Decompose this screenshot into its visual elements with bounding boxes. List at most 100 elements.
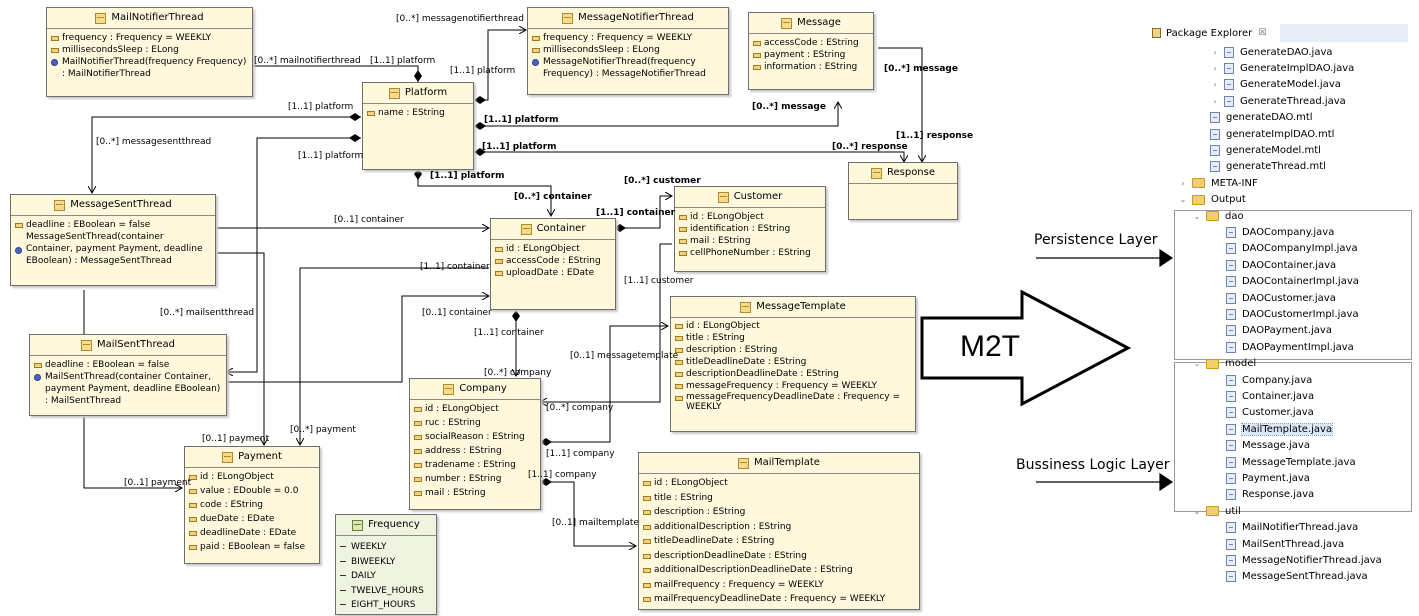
- tree-file-item[interactable]: DAOPayment.java: [1226, 323, 1332, 339]
- tree-file-item[interactable]: MailSentThread.java: [1226, 536, 1344, 552]
- attribute-icon: [367, 111, 375, 116]
- attribute-row: deadlineDate : EDate: [188, 526, 316, 540]
- association-label: [1..1] customer: [624, 276, 694, 286]
- tree-file-item[interactable]: ›GenerateImplDAO.java: [1210, 60, 1354, 76]
- java-file-icon: [1226, 374, 1236, 386]
- close-icon[interactable]: ☒: [1258, 28, 1267, 38]
- tree-item-label: Message.java: [1242, 440, 1310, 452]
- attribute-icon: [675, 360, 683, 365]
- operation-row: MailNotifierThread(frequency Frequency) …: [50, 56, 249, 80]
- operation-row: MessageSentThread(container Container, p…: [14, 231, 212, 267]
- chevron-right-icon[interactable]: ›: [1213, 47, 1217, 57]
- mtl-file-icon: [1210, 112, 1220, 124]
- attribute-icon: [675, 324, 683, 329]
- tree-folder-output[interactable]: ⌄Output: [1178, 192, 1246, 208]
- tree-file-item[interactable]: generateDAO.mtl: [1210, 110, 1313, 126]
- chevron-right-icon[interactable]: ›: [1213, 96, 1217, 106]
- tree-file-item[interactable]: DAOCompany.java: [1226, 224, 1334, 240]
- attribute-icon: [414, 421, 422, 426]
- class-header: Platform: [363, 83, 473, 104]
- literal-icon: [340, 604, 346, 605]
- attribute-icon: [643, 568, 651, 573]
- tree-folder-util[interactable]: ⌄util: [1192, 503, 1241, 519]
- class-mailnotifierthread[interactable]: MailNotifierThread frequency : Frequency…: [46, 7, 253, 97]
- attribute-row: frequency : Frequency = WEEKLY: [531, 32, 725, 44]
- tree-file-item[interactable]: Company.java: [1226, 372, 1312, 388]
- class-messagenotifierthread[interactable]: MessageNotifierThread frequency : Freque…: [527, 7, 729, 95]
- java-file-icon: [1226, 472, 1236, 484]
- class-customer[interactable]: Customer id : ELongObject identification…: [674, 186, 826, 272]
- tree-file-item[interactable]: ›GenerateDAO.java: [1210, 44, 1333, 60]
- chevron-down-icon[interactable]: ⌄: [1193, 359, 1201, 369]
- tree-item-label: MessageNotifierThread.java: [1242, 554, 1382, 566]
- java-file-icon: [1224, 79, 1234, 91]
- tree-file-item[interactable]: DAOCustomer.java: [1226, 290, 1336, 306]
- mtl-file-icon: [1210, 161, 1220, 173]
- tree-file-item[interactable]: generateModel.mtl: [1210, 142, 1321, 158]
- class-mailtemplate[interactable]: MailTemplate id : ELongObject title : ES…: [638, 452, 920, 610]
- tree-file-item[interactable]: ›GenerateThread.java: [1210, 93, 1346, 109]
- attribute-icon: [679, 215, 687, 220]
- tree-file-item[interactable]: MailTemplate.java: [1226, 421, 1334, 437]
- tree-item-label: MessageTemplate.java: [1242, 456, 1356, 468]
- class-header: Message: [749, 13, 873, 34]
- attribute-icon: [753, 41, 761, 46]
- chevron-down-icon[interactable]: ⌄: [1193, 211, 1201, 221]
- tree-file-item[interactable]: Container.java: [1226, 388, 1314, 404]
- class-company[interactable]: Company id : ELongObject ruc : EString s…: [409, 378, 541, 510]
- chevron-right-icon[interactable]: ›: [1181, 178, 1185, 188]
- tree-file-item[interactable]: Response.java: [1226, 487, 1314, 503]
- tree-file-item[interactable]: Message.java: [1226, 438, 1310, 454]
- tree-file-item[interactable]: DAOContainerImpl.java: [1226, 274, 1359, 290]
- tree-file-item[interactable]: generateThread.mtl: [1210, 159, 1326, 175]
- tree-folder-model[interactable]: ⌄model: [1192, 356, 1257, 372]
- java-file-icon: [1226, 489, 1236, 501]
- class-payment[interactable]: Payment id : ELongObject value : EDouble…: [184, 446, 320, 564]
- class-mailsentthread[interactable]: MailSentThread deadline : EBoolean = fal…: [29, 334, 227, 416]
- class-icon: [740, 301, 752, 313]
- chevron-down-icon[interactable]: ⌄: [1179, 195, 1187, 205]
- tree-file-item[interactable]: ›GenerateModel.java: [1210, 77, 1341, 93]
- tree-folder-meta-inf[interactable]: ›META-INF: [1178, 175, 1257, 191]
- class-message[interactable]: Message accessCode : EString payment : E…: [748, 12, 874, 90]
- tree-file-item[interactable]: Customer.java: [1226, 405, 1314, 421]
- tree-file-item[interactable]: DAOCustomerImpl.java: [1226, 306, 1359, 322]
- association-label: [1..1] container: [474, 328, 544, 338]
- java-file-icon: [1226, 554, 1236, 566]
- tree-file-item[interactable]: DAOContainer.java: [1226, 257, 1336, 273]
- chevron-down-icon[interactable]: ⌄: [1193, 506, 1201, 516]
- java-file-icon: [1226, 456, 1236, 468]
- tree-item-label: DAOCompanyImpl.java: [1242, 243, 1358, 255]
- java-file-icon: [1226, 243, 1236, 255]
- tree-file-item[interactable]: MailNotifierThread.java: [1226, 520, 1358, 536]
- class-icon: [443, 383, 455, 395]
- attribute-row: cellPhoneNumber : EString: [678, 247, 822, 259]
- java-file-icon: [1226, 440, 1236, 452]
- enum-frequency[interactable]: Frequency WEEKLY BIWEEKLY DAILY TWELVE_H…: [335, 514, 437, 615]
- tree-file-item[interactable]: DAOCompanyImpl.java: [1226, 241, 1358, 257]
- tree-file-item[interactable]: MessageNotifierThread.java: [1226, 552, 1382, 568]
- chevron-right-icon[interactable]: ›: [1213, 63, 1217, 73]
- class-icon: [388, 87, 400, 99]
- class-messagetemplate[interactable]: MessageTemplate id : ELongObject title :…: [670, 296, 916, 432]
- class-header: MailNotifierThread: [47, 8, 252, 29]
- association-label: [0..*] customer: [624, 176, 701, 186]
- chevron-right-icon[interactable]: ›: [1213, 80, 1217, 90]
- tree-file-item[interactable]: MessageTemplate.java: [1226, 454, 1356, 470]
- tree-file-item[interactable]: generateImplDAO.mtl: [1210, 126, 1334, 142]
- package-explorer-tab[interactable]: Package Explorer ☒: [1152, 24, 1266, 42]
- class-response[interactable]: Response: [848, 162, 958, 220]
- folder-icon: [1192, 194, 1205, 205]
- class-container[interactable]: Container id : ELongObject accessCode : …: [490, 218, 616, 310]
- class-icon: [222, 451, 234, 463]
- tree-file-item[interactable]: MessageSentThread.java: [1226, 569, 1368, 585]
- tree-file-item[interactable]: Payment.java: [1226, 470, 1310, 486]
- attribute-icon: [34, 363, 42, 368]
- java-file-icon: [1226, 226, 1236, 238]
- tree-folder-dao[interactable]: ⌄dao: [1192, 208, 1244, 224]
- class-platform[interactable]: Platform name : EString: [362, 82, 474, 170]
- java-file-icon: [1226, 423, 1236, 435]
- tree-file-item[interactable]: DAOPaymentImpl.java: [1226, 339, 1354, 355]
- class-messagesentthread[interactable]: MessageSentThread deadline : EBoolean = …: [10, 194, 216, 286]
